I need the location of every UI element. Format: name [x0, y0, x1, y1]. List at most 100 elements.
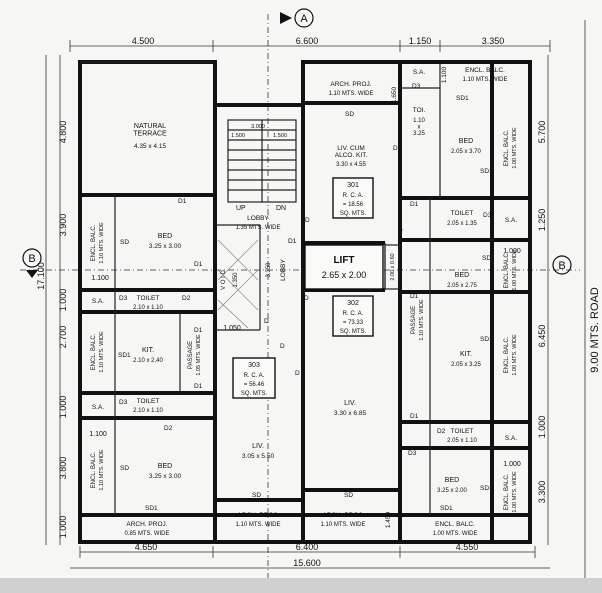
flat-303-label: R. C. A.	[244, 373, 265, 379]
arch-proj-top-label: ARCH. PROJ.	[330, 81, 371, 88]
bed-right-top-size: 2.05 x 3.70	[451, 149, 481, 155]
toilet-right-bottom-size: 2.05 x 1.10	[447, 438, 477, 444]
bed-right-mid-size: 2.05 x 2.75	[447, 283, 477, 289]
flat-303-area: = 56.46	[244, 382, 265, 388]
dim-inner-8: 1.450	[385, 511, 392, 528]
door-tag: D1	[410, 413, 419, 420]
flat-303-number: 303	[248, 362, 260, 369]
dim-inner-10: 3.000	[251, 124, 265, 130]
lobby-top-label: LOBBY	[247, 215, 269, 222]
staircase	[227, 119, 297, 203]
passage-left-label: PASSAGE	[188, 341, 194, 369]
dim-right-4: 1.000	[537, 416, 547, 439]
kit-left-size: 2.10 x 2.40	[133, 358, 163, 364]
dim-inner-5: 1.050	[223, 325, 241, 332]
arch-proj-bottom-left-size: 0.85 MTS. WIDE	[124, 531, 169, 537]
axis-label-right: B	[558, 260, 565, 272]
encl-balc-top-label: ENCL. BALC.	[465, 67, 505, 74]
arch-proj-bottom-left-label: ARCH. PROJ.	[126, 521, 167, 528]
encl-balc-left-bottom-size: 1.10 MTS. WIDE	[99, 449, 105, 491]
dim-total-width: 15.600	[293, 558, 321, 568]
sa-left-bottom-label: S.A.	[92, 404, 104, 411]
lift-box	[304, 244, 384, 290]
sa-right-bottom-label: S.A.	[505, 435, 517, 442]
liv-left-size: 3.05 x 5.50	[242, 453, 275, 460]
dim-left-1: 4.800	[58, 121, 68, 144]
encl-balc-left-top-size: 1.10 MTS. WIDE	[99, 222, 105, 264]
dim-left-4: 2.700	[58, 326, 68, 349]
encl-balc-left-top-label: ENCL. BALC.	[91, 224, 97, 261]
void-label: V O I D	[221, 269, 227, 289]
encl-balc-left-bottom-label: ENCL. BALC.	[91, 451, 97, 488]
axis-label-top: A	[300, 13, 308, 25]
dim-right-1: 5.700	[537, 121, 547, 144]
encl-balc-left-mid-label: ENCL. BALC.	[91, 333, 97, 370]
flat-301-label: R. C. A.	[343, 193, 364, 199]
dim-left-5: 1.000	[58, 396, 68, 419]
encl-balc-right-top-size: 1.00 MTS. WIDE	[512, 127, 518, 169]
door-tag: SD	[252, 492, 261, 499]
dim-inner-12: 1.500	[273, 133, 287, 139]
dim-inner-11: 1.500	[231, 133, 245, 139]
flat-302-label: R. C. A.	[343, 311, 364, 317]
kit-left-label: KIT.	[142, 347, 154, 354]
liv-left-label: LIV.	[252, 443, 264, 450]
flat-301-box	[332, 177, 374, 219]
liv-alco-kit-size: 3.30 x 4.55	[336, 162, 366, 168]
door-tag: D3	[119, 295, 128, 302]
door-tag: SD	[345, 111, 354, 118]
door-tag: D2	[182, 295, 191, 302]
sa-left-top-label: S.A.	[92, 298, 104, 305]
dim-inner-4: 1.000	[503, 248, 521, 255]
dim-right-3: 6.450	[537, 325, 547, 348]
liv-right-size: 3.30 x 6.85	[334, 410, 367, 417]
dim-inner-6: 1.100	[89, 431, 107, 438]
door-tag: D3	[408, 450, 417, 457]
duct-size: 2.00 x 0.60	[390, 253, 396, 280]
arch-proj-bottom-mid-label: ARCH. PROJ.	[237, 512, 278, 519]
toilet-left-bottom-size: 2.10 x 1.10	[133, 408, 163, 414]
dim-bottom-2: 6.400	[296, 542, 319, 552]
door-tag: D1	[194, 261, 203, 268]
flat-301-number: 301	[347, 182, 359, 189]
dim-inner-2: 1.100	[441, 66, 448, 83]
door-tag: SD1	[118, 352, 131, 359]
dim-top-4: 3.350	[482, 36, 505, 46]
dim-top-2: 6.600	[296, 36, 319, 46]
toilet-right-top-label: TOILET	[451, 210, 474, 217]
dim-inner-1: 1.650	[391, 86, 398, 103]
dim-top-1: 4.500	[132, 36, 155, 46]
lift-size: 2.65 x 2.00	[322, 270, 367, 280]
flat-301-area: = 18.56	[343, 202, 364, 208]
bed-right-mid-label: BED	[455, 272, 469, 279]
bed-right-top-label: BED	[459, 138, 473, 145]
lobby-vertical-label: LOBBY	[280, 259, 287, 281]
toilet-left-top-label: TOILET	[137, 295, 160, 302]
bed-left-top-size: 3.25 x 3.00	[149, 243, 182, 250]
door-tag: SD1	[145, 505, 158, 512]
passage-left-size: 1.05 MTS. WIDE	[196, 334, 202, 376]
stair-up-label: UP	[236, 205, 246, 212]
encl-balc-right-mid-size: 1.00 MTS. WIDE	[512, 249, 518, 291]
bed-right-bottom-size: 3.25 x 2.00	[437, 488, 467, 494]
dim-inner-3: 1.100	[91, 275, 109, 282]
door-tag: D	[304, 295, 309, 302]
flat-302-box	[332, 295, 374, 337]
door-tag: D2	[393, 145, 402, 152]
dim-left-2: 3.900	[58, 214, 68, 237]
dim-right-5: 3.300	[537, 481, 547, 504]
dim-total-height: 17.100	[36, 262, 46, 290]
flat-302-area: = 73.33	[343, 320, 364, 326]
arch-proj-bottom-right-label: ARCH. PROJ.	[322, 512, 363, 519]
door-tag: D3	[119, 399, 128, 406]
door-tag: D1	[194, 383, 203, 390]
door-tag: D2	[437, 428, 446, 435]
door-tag: D1	[410, 293, 419, 300]
toilet-right-bottom-label: TOILET	[451, 428, 474, 435]
door-tag: D	[295, 370, 300, 377]
door-tag: D	[280, 343, 285, 350]
toilet-right-top-size: 2.05 x 1.35	[447, 221, 477, 227]
sa-right-top-label: S.A.	[505, 217, 517, 224]
door-tag: SD1	[440, 505, 453, 512]
lobby-top-size: 1.35 MTS. WIDE	[235, 225, 280, 231]
